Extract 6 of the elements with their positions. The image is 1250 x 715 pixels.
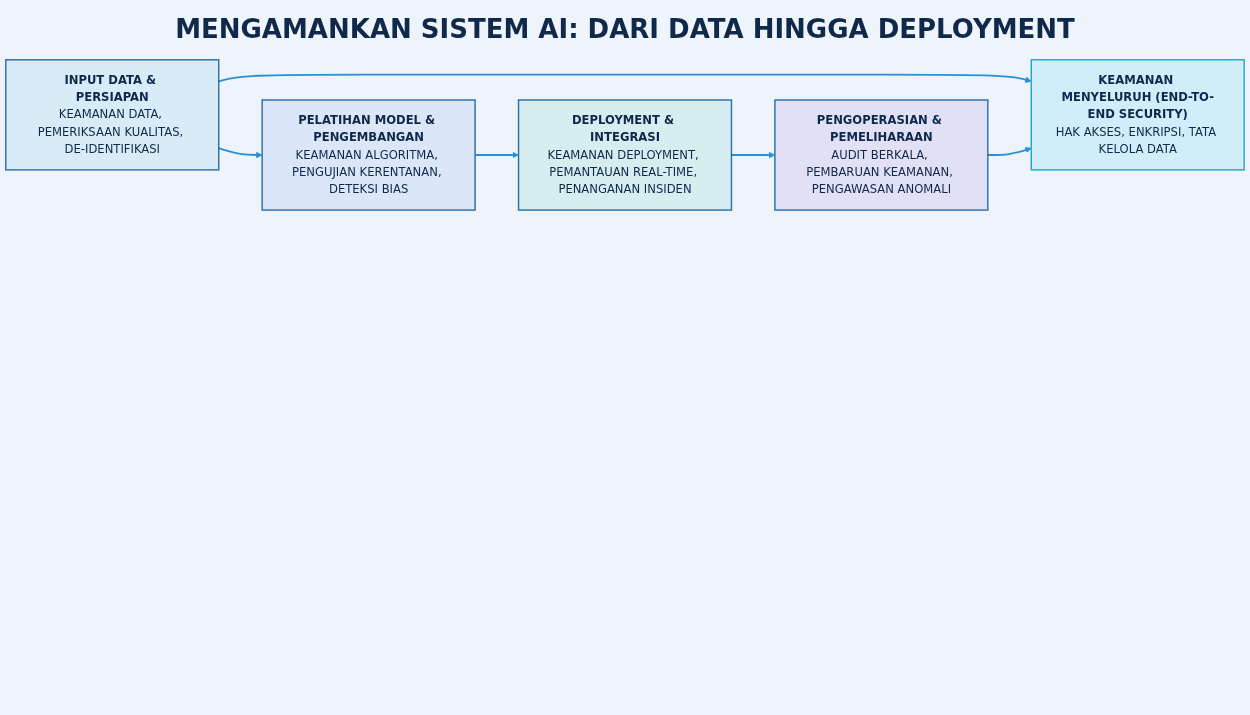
diagram-title: MENGAMANKAN SISTEM AI: DARI DATA HINGGA DEPLOYMENT	[174, 14, 1076, 44]
node-box: PENGOPERASIAN & PEMELIHARAAN AUDIT BERKALA, PEMBARUAN KEAMANAN, PENGAWASAN ANOMALI	[774, 99, 989, 211]
node-box: DEPLOYMENT & INTEGRASI KEAMANAN DEPLOYMENT, PEMANTAUAN REAL-TIME, PENANGANAN INSIDEN	[517, 99, 733, 211]
node-box: KEAMANAN MENYELURUH (END-TO-END SECURITY) HAK AKSES, ENKRIPSI, TATA KELOLA DATA	[1030, 59, 1245, 171]
node-box: PELATIHAN MODEL & PENGEMBANGAN KEAMANAN ALGORITMA, PENGUJIAN KERENTANAN, DETEKSI BIAS	[261, 99, 476, 211]
node-box: INPUT DATA & PERSIAPAN KEAMANAN DATA, PEMERIKSAAN KUALITAS, DE-IDENTIFIKASI	[5, 59, 220, 171]
